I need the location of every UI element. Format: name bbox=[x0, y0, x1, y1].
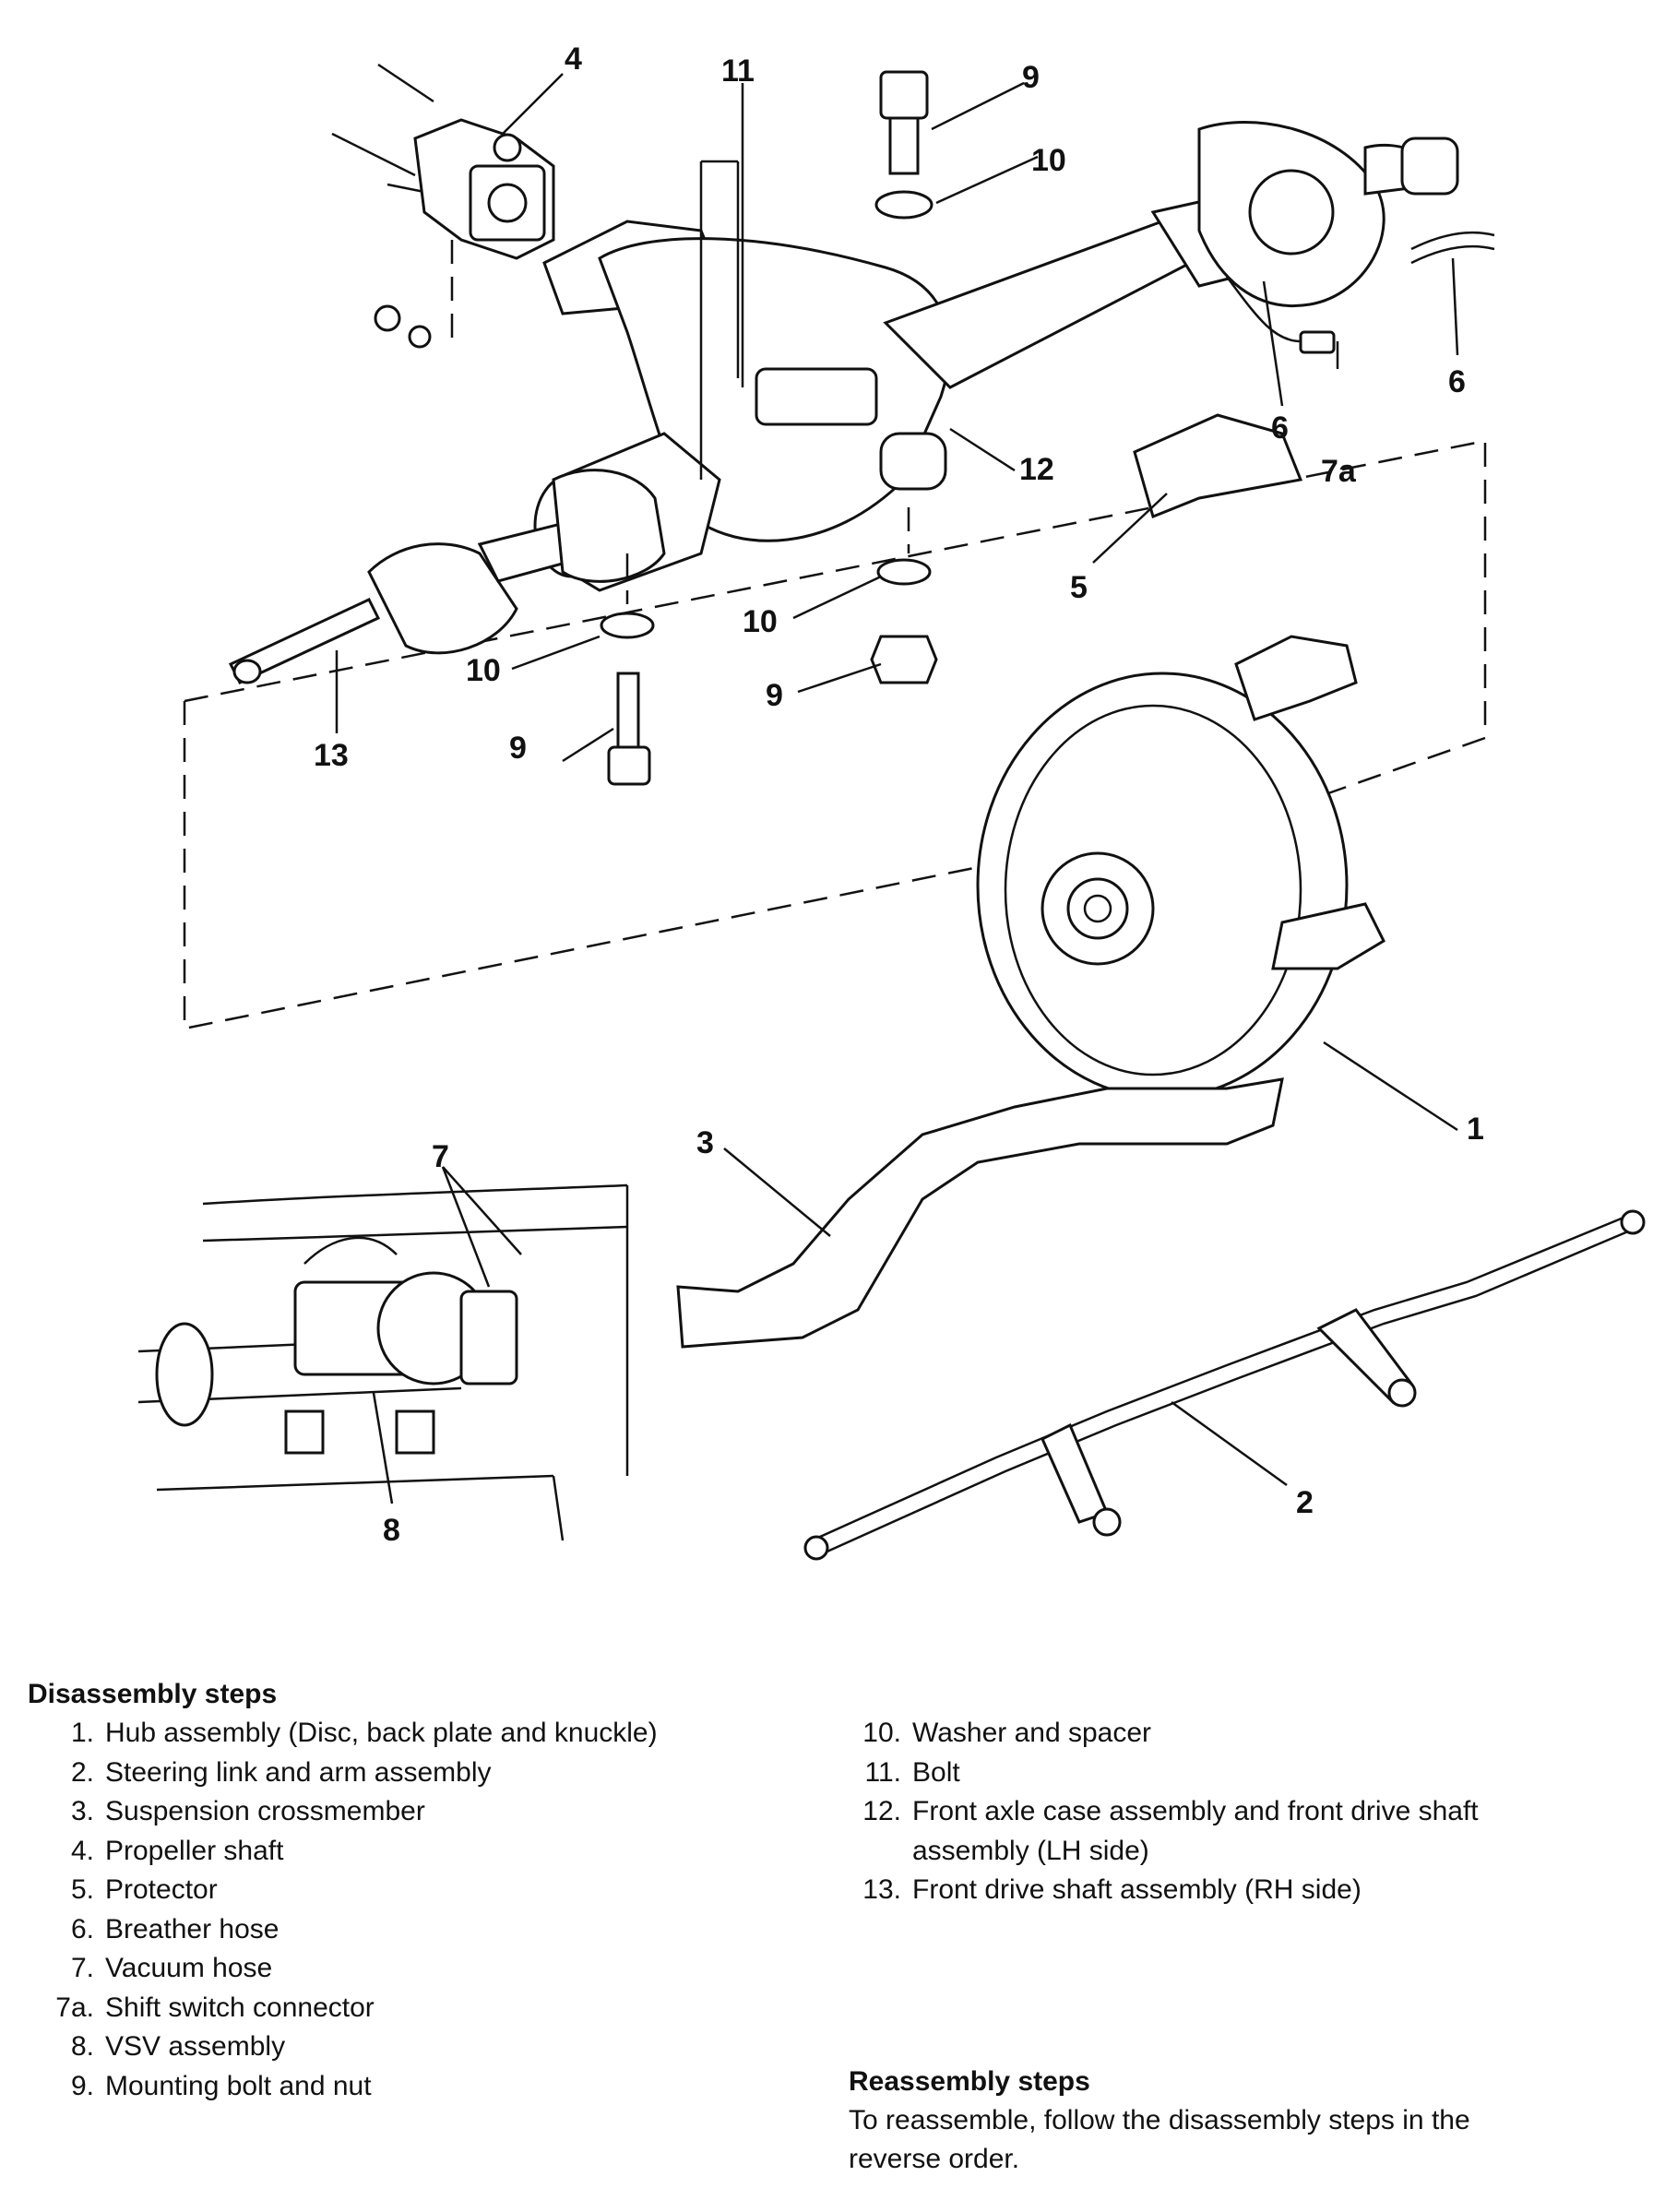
callout-10-right: 10 bbox=[743, 604, 778, 639]
callout-4: 4 bbox=[565, 42, 582, 77]
step-item: 1.Hub assembly (Disc, back plate and knu… bbox=[70, 1718, 658, 1748]
exploded-view-diagram: 1 2 3 4 5 6 6 7 7a 8 9 9 9 10 10 10 11 1… bbox=[137, 42, 1646, 1561]
reassembly-heading: Reassembly steps bbox=[849, 2066, 1090, 2097]
step-item: 4.Propeller shaft bbox=[70, 1835, 284, 1866]
mounting-bolt-left-part bbox=[607, 672, 651, 786]
shift-switch-connector-part bbox=[1299, 330, 1336, 354]
propeller-shaft-part bbox=[331, 63, 555, 260]
callout-7: 7 bbox=[432, 1139, 449, 1174]
step-item: 10.Washer and spacer bbox=[862, 1718, 1152, 1748]
callout-6-protector: 6 bbox=[1271, 410, 1289, 446]
disassembly-heading: Disassembly steps bbox=[28, 1679, 278, 1709]
callout-2: 2 bbox=[1296, 1485, 1314, 1520]
callout-1: 1 bbox=[1467, 1112, 1484, 1147]
step-item: 8.VSV assembly bbox=[70, 2031, 286, 2062]
callout-10-left: 10 bbox=[466, 653, 501, 688]
step-item: 6.Breather hose bbox=[70, 1913, 279, 1944]
step-item: 7a.Shift switch connector bbox=[55, 1992, 375, 2023]
callout-5: 5 bbox=[1070, 570, 1088, 605]
callout-9-bolt: 9 bbox=[509, 731, 527, 766]
callout-11: 11 bbox=[721, 54, 755, 89]
callout-6-hose: 6 bbox=[1448, 364, 1466, 399]
callout-9-nut: 9 bbox=[766, 678, 783, 713]
protector-part bbox=[1133, 413, 1303, 519]
callout-8: 8 bbox=[383, 1513, 400, 1548]
step-item: 9.Mounting bolt and nut bbox=[70, 2070, 372, 2101]
knuckle-upper-part bbox=[1197, 121, 1459, 307]
nut-right-part bbox=[870, 635, 938, 684]
disassembly-steps-right: 10.Washer and spacer 11.Bolt 12.Front ax… bbox=[844, 1714, 1600, 1910]
mounting-bolt-top-part bbox=[879, 70, 929, 175]
step-item: 7.Vacuum hose bbox=[70, 1953, 273, 1983]
vsv-inset-detail bbox=[137, 1183, 629, 1541]
suspension-crossmember-part bbox=[676, 1077, 1284, 1349]
steering-link-part bbox=[803, 1209, 1646, 1561]
step-item: 11.Bolt bbox=[864, 1756, 960, 1788]
reassembly-text: To reassemble, follow the disassembly st… bbox=[849, 2105, 1470, 2174]
callout-10-top: 10 bbox=[1031, 143, 1066, 178]
callout-7a: 7a bbox=[1321, 454, 1357, 489]
callout-9-top: 9 bbox=[1022, 60, 1040, 95]
step-item: 13.Front drive shaft assembly (RH side) bbox=[862, 1874, 1362, 1905]
leader-lines bbox=[335, 73, 1459, 1504]
hub-assembly-part bbox=[976, 635, 1385, 1100]
washer-right-part bbox=[876, 558, 932, 586]
front-drive-shaft-rh-part bbox=[228, 469, 666, 684]
callout-3: 3 bbox=[696, 1125, 714, 1160]
callout-12: 12 bbox=[1019, 452, 1054, 487]
disassembly-steps-left: 1.Hub assembly (Disc, back plate and knu… bbox=[37, 1714, 775, 2106]
callout-13: 13 bbox=[314, 738, 349, 773]
washer-left-part bbox=[600, 612, 655, 639]
step-item: 12.Front axle case assembly and front dr… bbox=[862, 1796, 1479, 1866]
step-item: 5.Protector bbox=[70, 1874, 218, 1905]
step-item: 2.Steering link and arm assembly bbox=[70, 1756, 492, 1788]
washer-top-part bbox=[874, 190, 934, 220]
step-item: 3.Suspension crossmember bbox=[70, 1796, 425, 1826]
spacer-part bbox=[879, 432, 947, 491]
